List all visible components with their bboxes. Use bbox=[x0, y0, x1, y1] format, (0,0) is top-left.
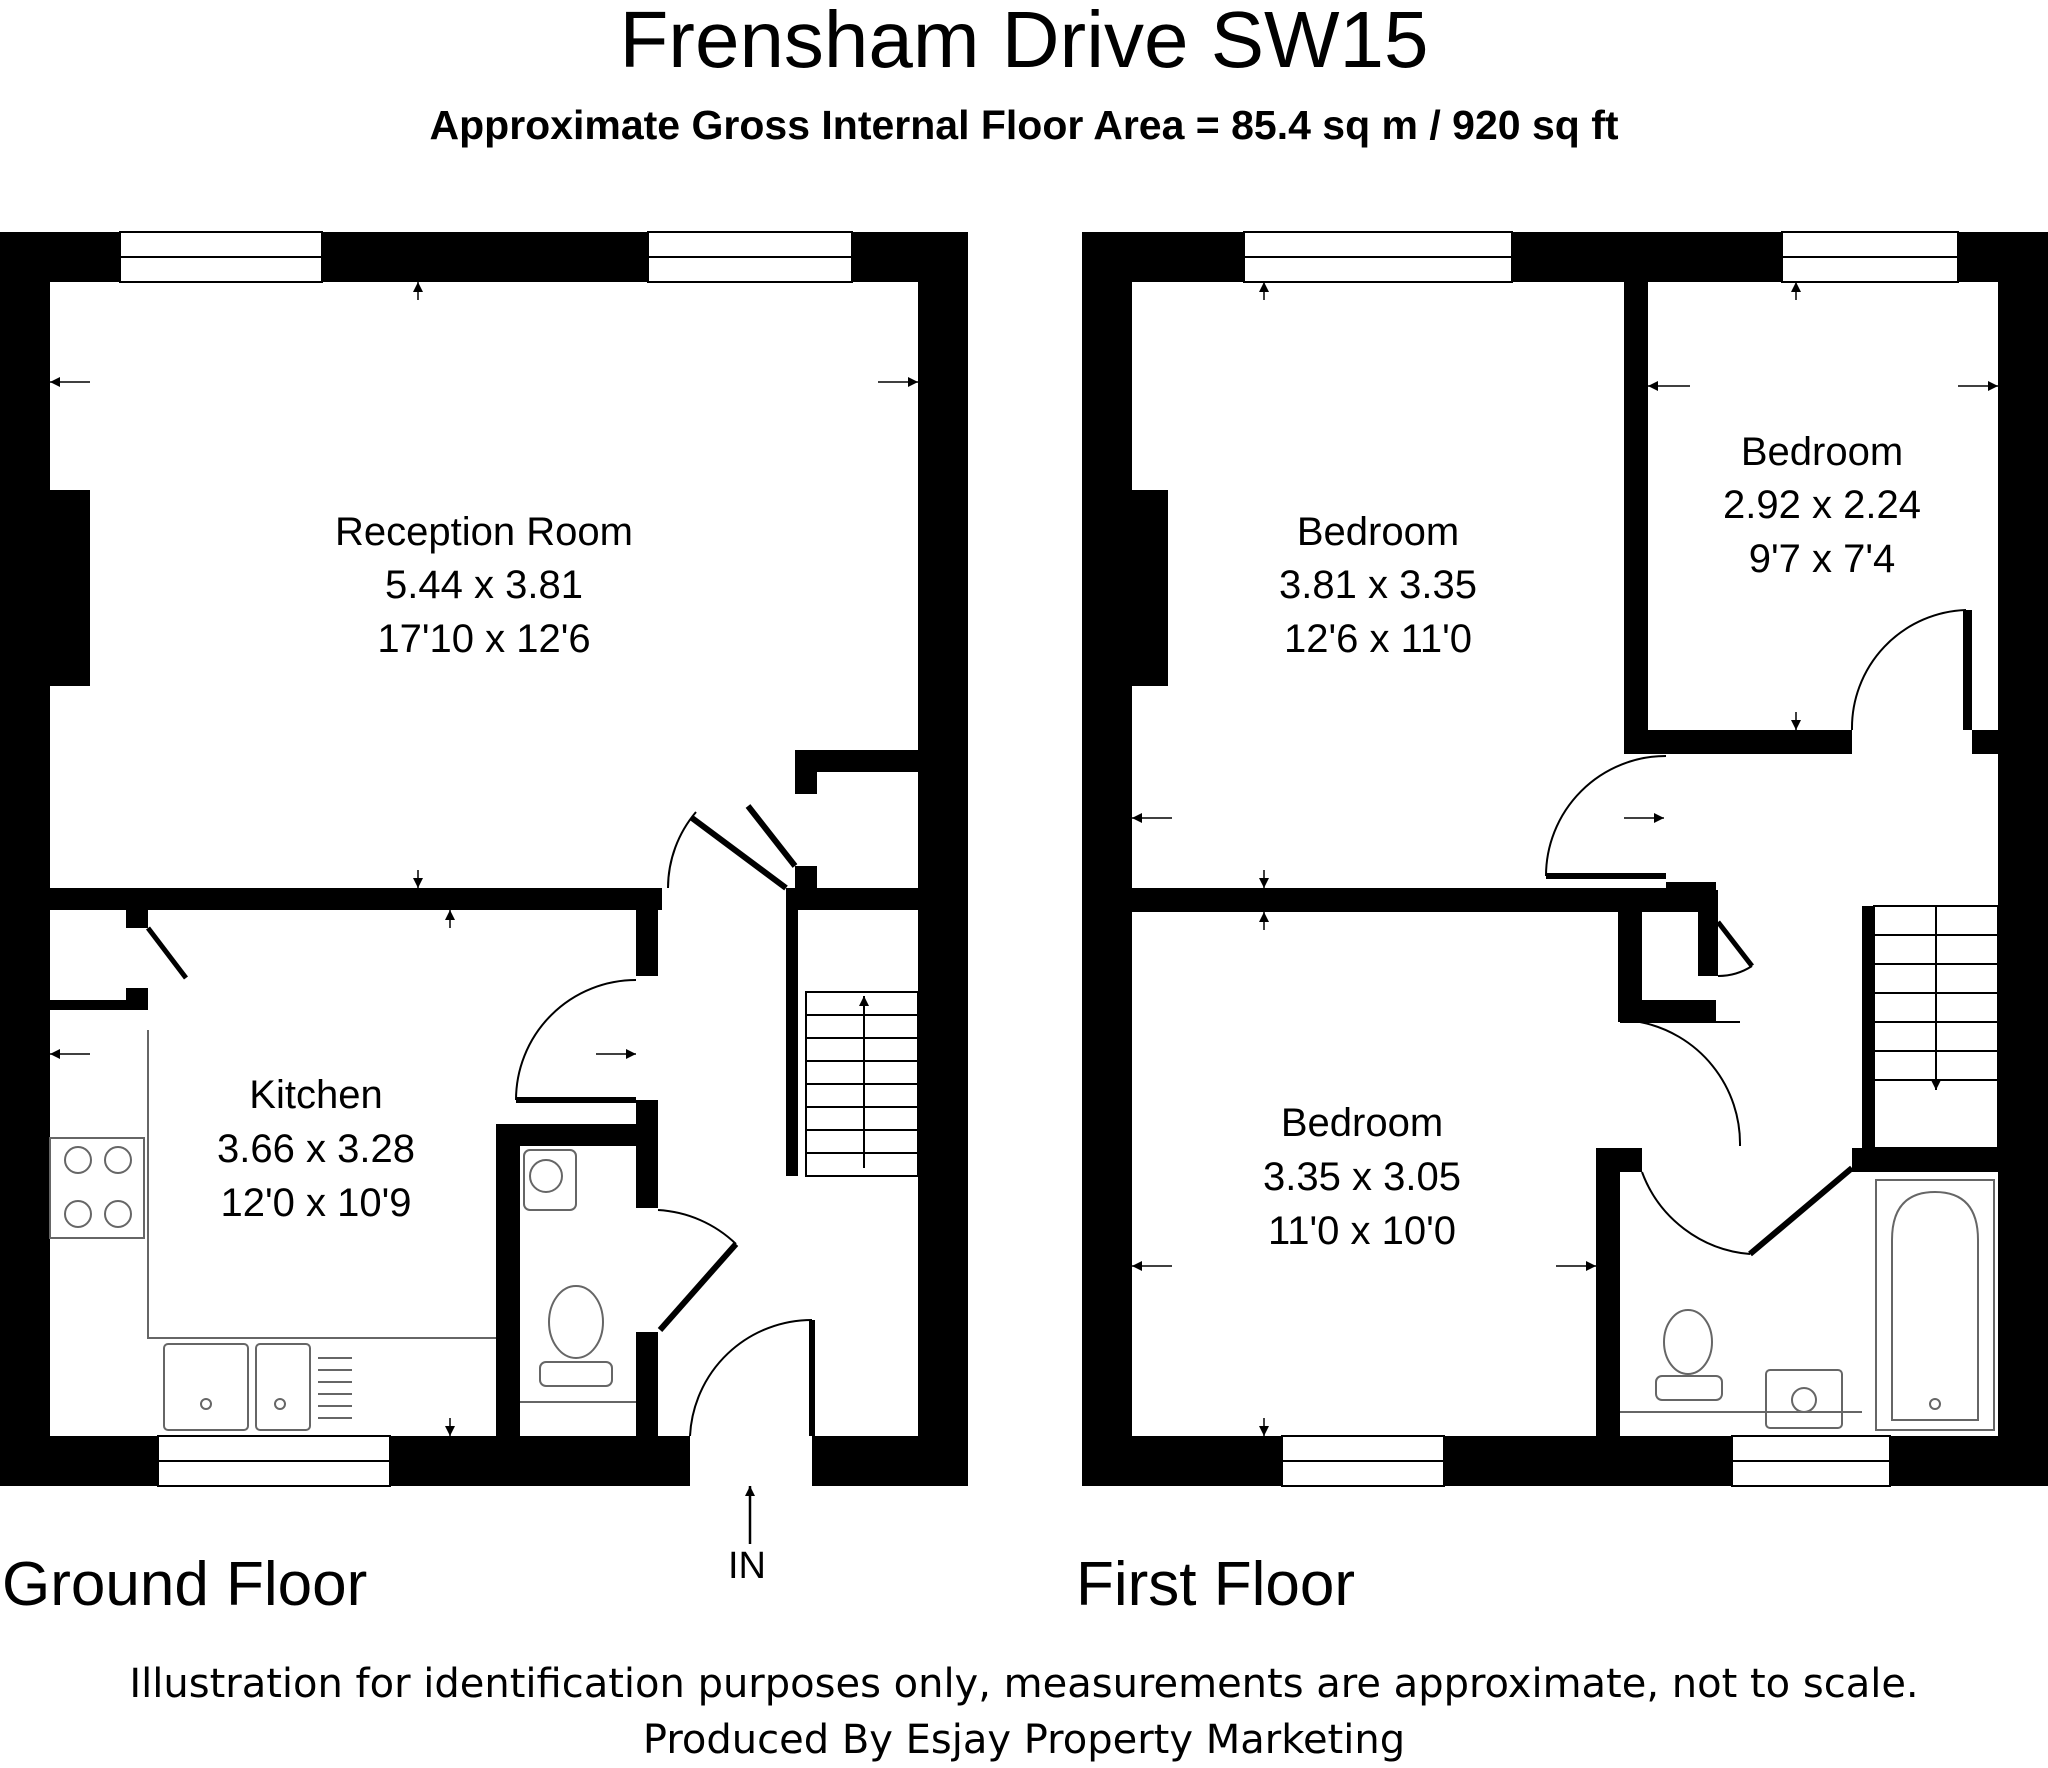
kitchen-fixtures bbox=[49, 1030, 636, 1431]
hob bbox=[49, 1137, 145, 1239]
room-metric-size: 2.92 x 2.24 bbox=[1723, 483, 1921, 527]
ground-floor-windows bbox=[119, 231, 853, 1487]
room-metric-size: 3.35 x 3.05 bbox=[1263, 1155, 1461, 1199]
first-floor-doors bbox=[1545, 609, 1969, 1257]
room-name: Reception Room bbox=[335, 510, 633, 554]
entrance-label: IN bbox=[728, 1545, 766, 1587]
room-imperial-size: 12'0 x 10'9 bbox=[221, 1181, 412, 1225]
first-floor-dimension-arrows bbox=[1132, 282, 1998, 1436]
room-metric-size: 3.66 x 3.28 bbox=[217, 1127, 415, 1171]
room-name: Bedroom bbox=[1741, 430, 1903, 474]
plan-title: Frensham Drive SW15 bbox=[619, 0, 1429, 84]
sink bbox=[255, 1343, 311, 1431]
ground-floor-walls bbox=[0, 232, 968, 1486]
bathroom-toilet bbox=[1663, 1309, 1713, 1375]
first-floor-walls bbox=[1082, 232, 2048, 1486]
ground-floor-stairs bbox=[805, 991, 919, 1177]
disclaimer-text: Illustration for identification purposes… bbox=[129, 1661, 1919, 1707]
room-metric-size: 5.44 x 3.81 bbox=[385, 563, 583, 607]
room-imperial-size: 12'6 x 11'0 bbox=[1284, 617, 1472, 661]
ground-floor-label: Ground Floor bbox=[2, 1550, 368, 1619]
room-name: Bedroom bbox=[1297, 510, 1459, 554]
ground-floor-doors bbox=[146, 804, 815, 1437]
bathroom-fixtures bbox=[1620, 1179, 1995, 1431]
first-floor-plan bbox=[1082, 231, 2048, 1487]
producer-credit: Produced By Esjay Property Marketing bbox=[642, 1717, 1406, 1763]
room-metric-size: 3.81 x 3.35 bbox=[1279, 563, 1477, 607]
room-name: Bedroom bbox=[1281, 1101, 1443, 1145]
first-floor-label: First Floor bbox=[1076, 1550, 1355, 1619]
room-imperial-size: 9'7 x 7'4 bbox=[1749, 537, 1895, 581]
first-floor-windows bbox=[1243, 231, 1959, 1487]
room-imperial-size: 11'0 x 10'0 bbox=[1268, 1209, 1456, 1253]
wc-toilet bbox=[548, 1285, 604, 1359]
sink bbox=[163, 1343, 249, 1431]
floor-area-subtitle: Approximate Gross Internal Floor Area = … bbox=[429, 102, 1619, 148]
room-name: Kitchen bbox=[249, 1073, 382, 1117]
bath bbox=[1875, 1179, 1995, 1431]
room-labels: Reception Room 5.44 x 3.81 17'10 x 12'6 … bbox=[217, 430, 1921, 1253]
bathroom-basin bbox=[1765, 1369, 1843, 1429]
room-imperial-size: 17'10 x 12'6 bbox=[377, 617, 590, 661]
first-floor-stairs bbox=[1873, 905, 1999, 1149]
wc-basin bbox=[523, 1149, 577, 1211]
ground-floor-plan bbox=[0, 231, 968, 1544]
ground-floor-dimension-arrows bbox=[50, 282, 918, 1544]
